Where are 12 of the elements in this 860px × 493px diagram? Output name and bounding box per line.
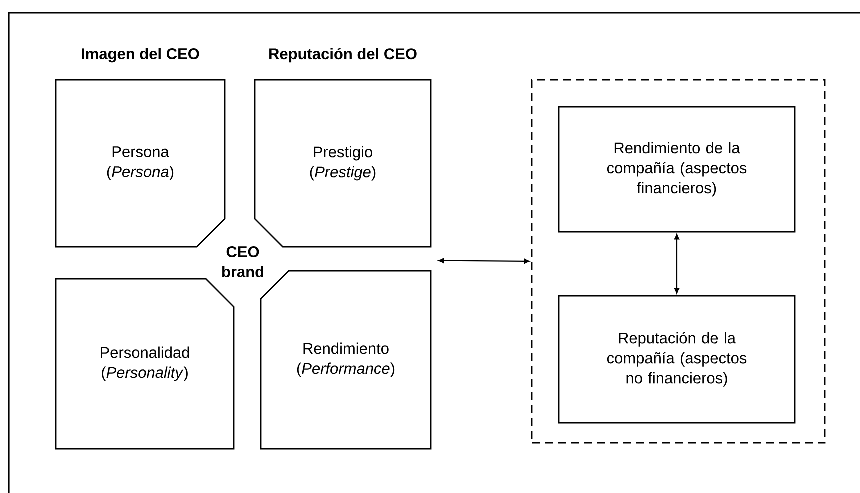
heading: Reputación del CEO	[270, 48, 417, 63]
process-box: Reputación de la compañía (aspectos no financieros)	[558, 295, 796, 424]
box-label: Personalidad (Personality)	[101, 346, 190, 382]
dashed-group-box	[531, 79, 826, 444]
arrow	[438, 258, 530, 264]
arrow	[674, 234, 680, 294]
box-label: Rendimiento (Performance)	[297, 342, 395, 378]
box-label: Prestigio (Prestige)	[310, 146, 376, 181]
heading: Imagen del CEO	[82, 48, 200, 63]
box-label: Persona (Persona)	[107, 146, 174, 180]
process-box: Rendimiento de la compañía (aspectos financieros)	[558, 106, 796, 233]
center-label: CEO brand	[222, 246, 264, 278]
